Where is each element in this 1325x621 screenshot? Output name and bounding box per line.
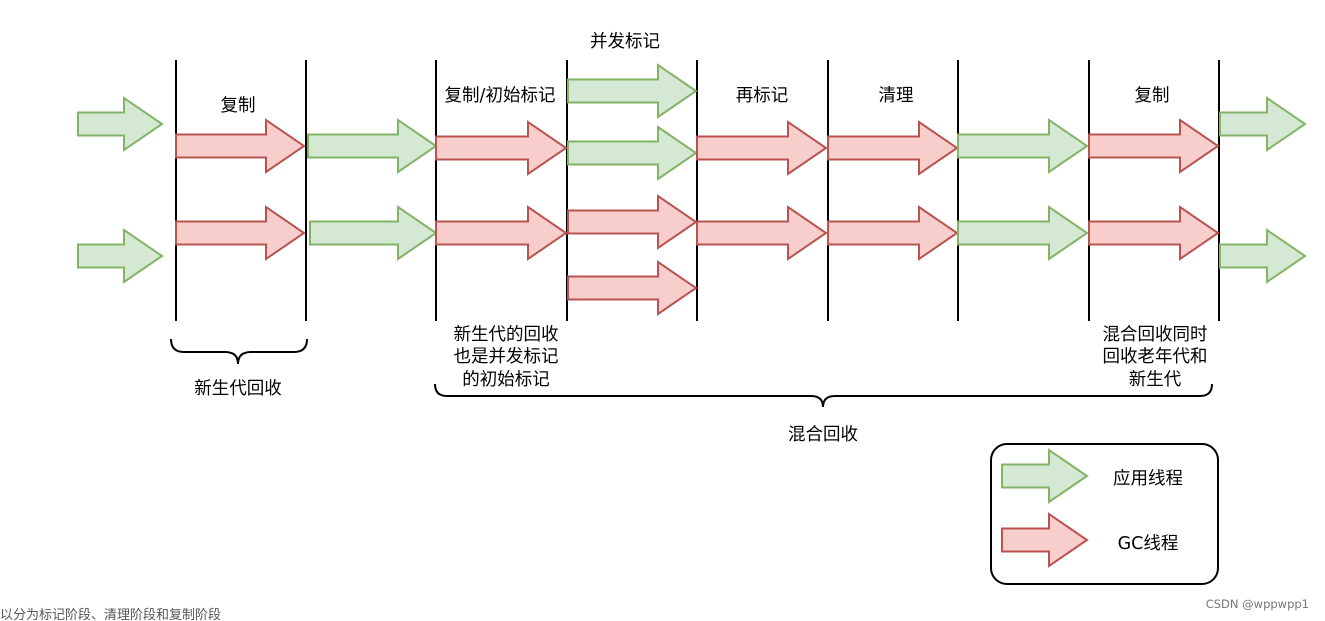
label-concurrent-mark: 并发标记 — [590, 32, 660, 52]
gc-thread-arrow — [435, 205, 568, 261]
gc-thread-arrow — [1088, 205, 1220, 261]
app-thread-arrow — [567, 125, 698, 181]
label-copy-initial-mark: 复制/初始标记 — [445, 86, 556, 106]
app-thread-arrow — [957, 118, 1089, 174]
thread-arrows — [77, 63, 1307, 316]
label-mixed-gc: 混合回收 — [788, 425, 858, 445]
app-thread-arrow — [309, 205, 438, 261]
mixed-note-line-1: 混合回收同时 — [1103, 325, 1208, 345]
gc-thread-arrow — [827, 120, 959, 176]
legend-gc-thread: GC线程 — [1118, 534, 1179, 554]
young-note-line-2: 也是并发标记 — [454, 347, 559, 367]
csdn-watermark: CSDN @wppwpp1 — [1205, 597, 1309, 611]
legend-app-arrow-icon — [1001, 448, 1089, 504]
brace-mixed-gc — [434, 383, 1213, 408]
app-thread-arrow — [567, 63, 698, 119]
legend-app-thread: 应用线程 — [1113, 469, 1183, 489]
mixed-note-line-3: 新生代 — [1129, 370, 1182, 390]
phase-dividers — [175, 60, 1220, 321]
app-thread-arrow — [957, 205, 1089, 261]
app-thread-arrow — [307, 118, 438, 174]
app-thread-arrow — [1219, 96, 1307, 152]
gc-thread-arrow — [175, 118, 306, 174]
young-note-line-3: 的初始标记 — [462, 370, 550, 390]
young-note-line-1: 新生代的回收 — [454, 325, 559, 345]
legend-arrows — [1001, 448, 1089, 568]
app-thread-arrow — [1219, 228, 1307, 284]
gc-thread-arrow — [1088, 118, 1220, 174]
gc-thread-arrow — [567, 194, 698, 250]
label-remark: 再标记 — [736, 86, 789, 106]
label-copy-mixed: 复制 — [1135, 86, 1170, 106]
gc-thread-arrow — [696, 205, 828, 261]
mixed-note-line-2: 回收老年代和 — [1103, 347, 1208, 367]
label-young-gc: 新生代回收 — [194, 379, 282, 399]
app-thread-arrow — [77, 96, 164, 152]
gc-thread-arrow — [435, 120, 568, 176]
gc-thread-arrow — [567, 260, 698, 316]
legend-gc-arrow-icon — [1001, 512, 1089, 568]
brace-young-gc — [170, 338, 308, 365]
footer-caption: 以分为标记阶段、清理阶段和复制阶段 — [0, 608, 222, 621]
gc-thread-arrow — [827, 205, 959, 261]
app-thread-arrow — [77, 228, 164, 284]
gc-thread-arrow — [175, 205, 306, 261]
label-cleanup: 清理 — [879, 86, 914, 106]
gc-thread-arrow — [696, 120, 828, 176]
label-copy-young: 复制 — [221, 96, 256, 116]
